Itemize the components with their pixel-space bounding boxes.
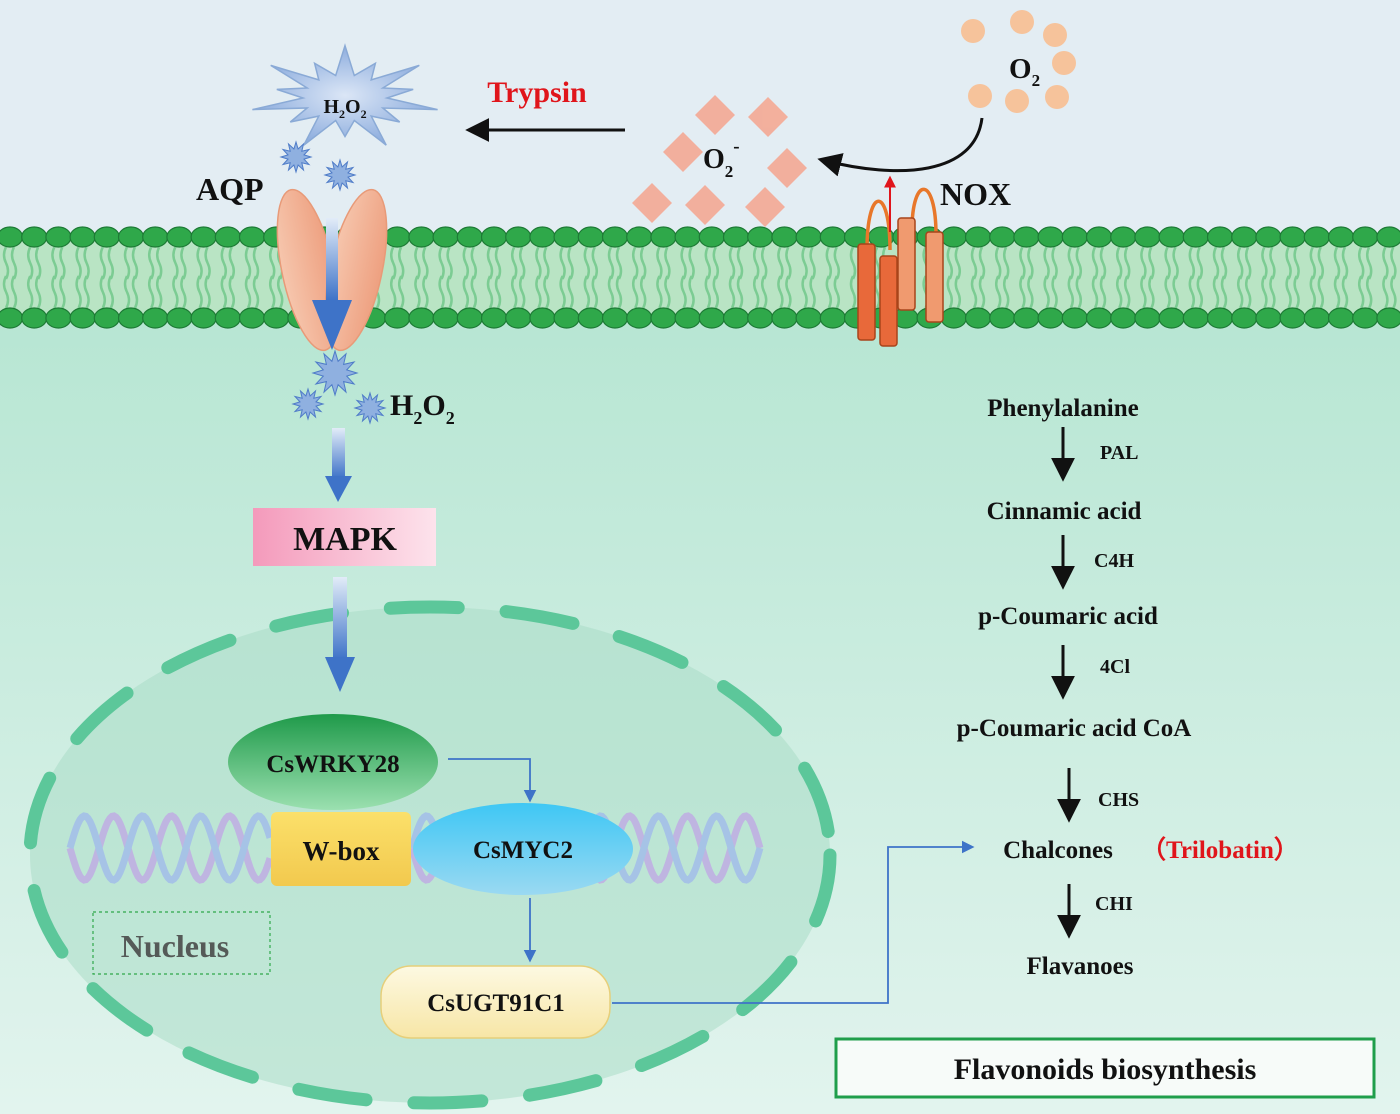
nucleus-label-box xyxy=(92,911,271,975)
trypsin-label: Trypsin xyxy=(487,76,587,109)
compound-chalcones: Chalcones xyxy=(1003,837,1113,864)
compound-p-coumaric-acid-coa: p-Coumaric acid CoA xyxy=(957,715,1192,742)
csugt91c1-box xyxy=(380,965,611,1039)
mapk-box xyxy=(253,508,436,566)
enzyme-chi: CHI xyxy=(1095,893,1133,915)
nox-channel xyxy=(857,175,944,347)
wrky-to-myc-arrow xyxy=(448,758,537,803)
mapk-label: MAPK xyxy=(293,521,397,558)
csmyc2-ellipse xyxy=(413,803,633,895)
flavonoids-biosynthesis-title: Flavonoids biosynthesis xyxy=(954,1053,1257,1086)
oxygen-to-superoxide-arrow xyxy=(817,117,984,177)
compound-phenylalanine: Phenylalanine xyxy=(987,395,1138,422)
aqp-label: AQP xyxy=(196,171,264,207)
compound-flavanoes: Flavanoes xyxy=(1027,953,1134,980)
enzyme-chs: CHS xyxy=(1098,789,1139,811)
csmyc2-label: CsMYC2 xyxy=(473,837,573,864)
flavonoids-biosynthesis-box xyxy=(834,1037,1376,1099)
cswrky28-label: CsWRKY28 xyxy=(266,751,399,778)
h2o2-molecule-icons xyxy=(279,140,387,425)
mapk-to-nucleus-arrow xyxy=(325,577,355,692)
csugt91c1-label: CsUGT91C1 xyxy=(427,990,565,1017)
oxygen-dot-icons xyxy=(961,10,1076,113)
enzyme-4cl: 4Cl xyxy=(1100,656,1130,678)
compound-p-coumaric-acid: p-Coumaric acid xyxy=(978,603,1158,630)
oxygen-label: O2 xyxy=(1009,53,1040,90)
h2o2-to-mapk-arrow xyxy=(325,428,352,502)
wbox-box xyxy=(271,812,411,886)
nucleus-label: Nucleus xyxy=(121,928,229,964)
h2o2-star-icon xyxy=(252,43,438,146)
h2o2-star-label: H2O2 xyxy=(323,96,366,121)
ugt-to-chalcones-arrow xyxy=(612,840,975,1004)
cell-membrane xyxy=(0,226,1400,329)
enzyme-pal: PAL xyxy=(1100,442,1139,464)
compound-cinnamic-acid: Cinnamic acid xyxy=(987,498,1142,525)
h2o2-inside-label: H2O2 xyxy=(390,389,455,428)
superoxide-label: O2- xyxy=(703,136,740,181)
cswrky28-ellipse xyxy=(228,714,438,810)
enzyme-c4h: C4H xyxy=(1094,550,1134,572)
trilobatin-label: （Trilobatin） xyxy=(1141,835,1299,864)
aqp-channel xyxy=(276,188,388,352)
flavonoid-pathway: Phenylalanine PAL Cinnamic acid C4H p-Co… xyxy=(957,395,1299,980)
nox-label: NOX xyxy=(940,176,1011,212)
wbox-label: W-box xyxy=(302,836,380,866)
superoxide-diamond-icons xyxy=(632,95,807,227)
